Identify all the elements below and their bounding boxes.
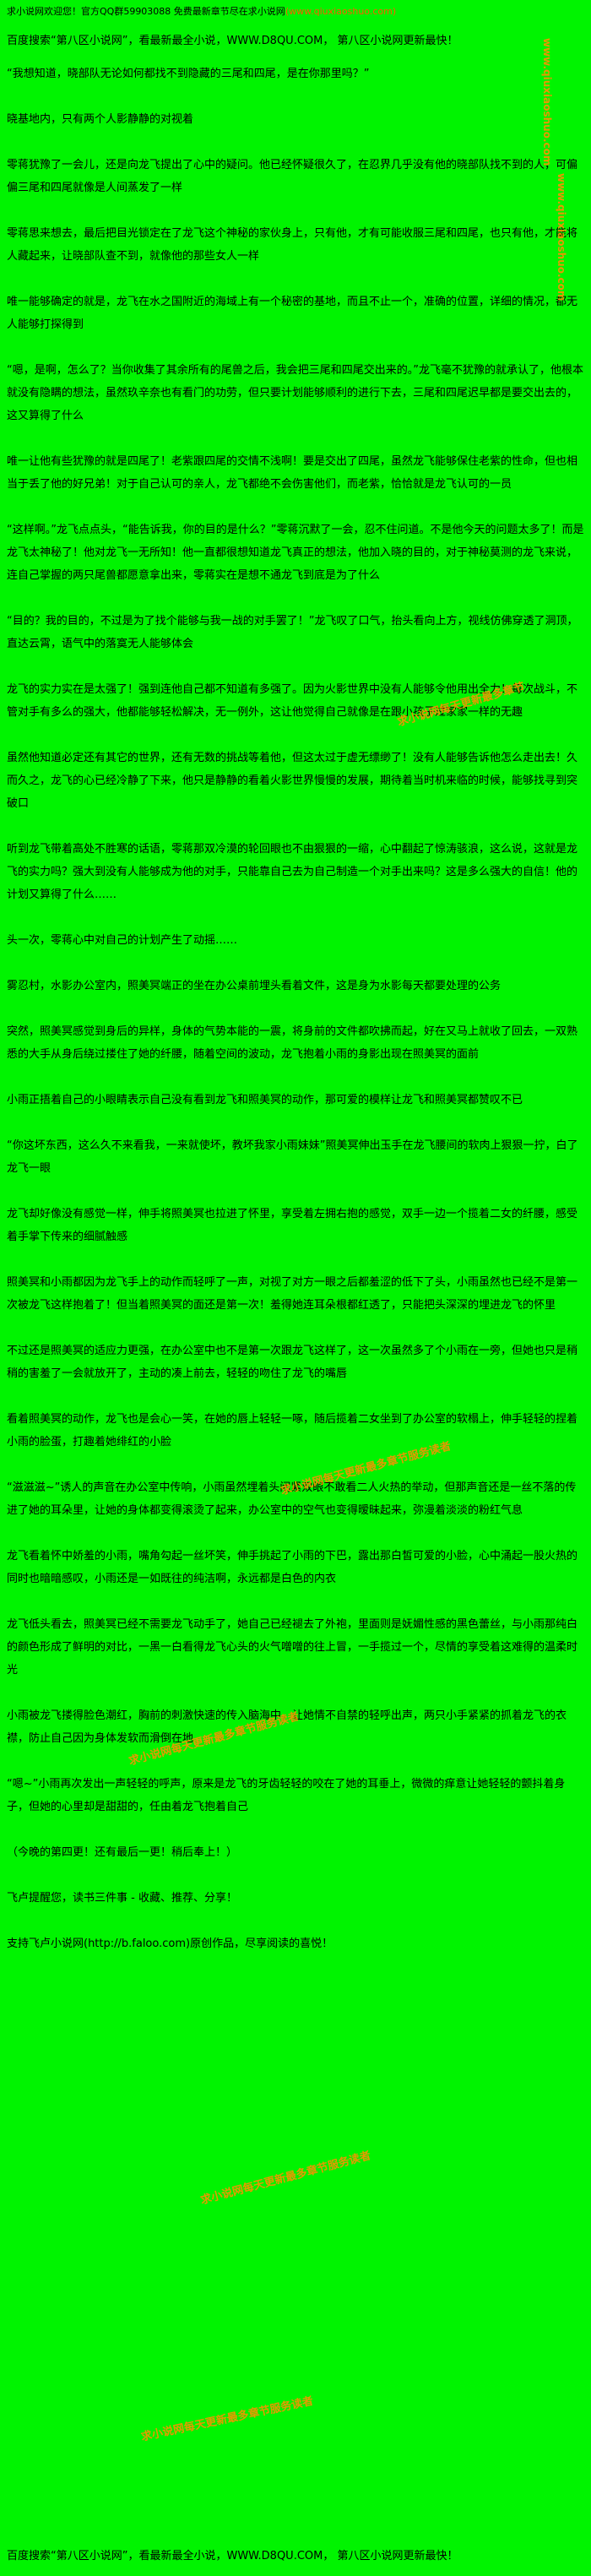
baidu-search-line-bottom[interactable]: 百度搜索“第八区小说网”，看最新最全小说，WWW.D8QU.COM， 第八区小说…	[7, 2550, 458, 2562]
site-watermark-text: 求小说网每天更新最多章节服务读者	[199, 2149, 372, 2208]
paragraph: “滋滋滋~”诱人的声音在办公室中传响，小雨虽然埋着头闭紧双眼不敢看二人火热的举动…	[7, 1481, 577, 1517]
paragraph: 小雨正捂着自己的小眼睛表示自己没有看到龙飞和照美冥的动作，那可爱的模样让龙飞和照…	[7, 1094, 523, 1106]
paragraph: “你这坏东西，这么久不来看我，一来就使坏，教坏我家小雨妹妹”照美冥伸出玉手在龙飞…	[7, 1139, 578, 1175]
paragraph: 零蒋思来想去，最后把目光锁定在了龙飞这个神秘的家伙身上，只有他，才有可能收服三尾…	[7, 227, 578, 263]
paragraph: 雾忍村，水影办公室内，照美冥端正的坐在办公桌前埋头看着文件，这是身为水影每天都要…	[7, 980, 502, 992]
chapter-content: “我想知道，晓部队无论如何都找不到隐藏的三尾和四尾，是在你那里吗？” 晓基地内，只…	[0, 49, 591, 1818]
paragraph: 虽然他知道必定还有其它的世界，还有无数的挑战等着他，但这太过于虚无缥缈了！没有人…	[7, 752, 578, 810]
paragraph: “嗯，是啊，怎么了？当你收集了其余所有的尾兽之后，我会把三尾和四尾交出来的。”龙…	[7, 364, 583, 422]
paragraph: 听到龙飞带着高处不胜寒的话语，零蒋那双冷漠的轮回眼也不由狠狠的一缩，心中翻起了惊…	[7, 843, 578, 901]
paragraph: 龙飞看着怀中娇羞的小雨，嘴角勾起一丝坏笑，伸手挑起了小雨的下巴，露出那白皙可爱的…	[7, 1550, 578, 1585]
paragraph: 头一次，零蒋心中对自己的计划产生了动摇……	[7, 934, 238, 947]
paragraph: 晓基地内，只有两个人影静静的对视着	[7, 113, 194, 126]
author-update-note: （今晚的第四更！还有最后一更！稍后奉上！）	[7, 1846, 238, 1859]
paragraph: “这样啊。”龙飞点点头，“能告诉我，你的目的是什么？”零蒋沉默了一会，忍不住问道…	[7, 524, 584, 582]
paragraph: 龙飞的实力实在是太强了！强到连他自己都不知道有多强了。因为火影世界中没有人能够令…	[7, 683, 578, 719]
paragraph: 龙飞低头看去，照美冥已经不需要龙飞动手了，她自己已经褪去了外袍，里面则是妩媚性感…	[7, 1618, 578, 1677]
baidu-search-line-top[interactable]: 百度搜索“第八区小说网”，看最新最全小说，WWW.D8QU.COM， 第八区小说…	[7, 35, 458, 47]
paragraph: 唯一能够确定的就是，龙飞在水之国附近的海域上有一个秘密的基地，而且不止一个，准确…	[7, 296, 578, 331]
paragraph: 零蒋犹豫了一会儿，还是向龙飞提出了心中的疑问。他已经怀疑很久了，在忍界几乎没有他…	[7, 159, 578, 194]
paragraph: 唯一让他有些犹豫的就是四尾了！老紫跟四尾的交情不浅啊！要是交出了四尾，虽然龙飞能…	[7, 455, 578, 491]
site-url-link[interactable]: (www.qiuxiaoshuo.com)	[285, 6, 397, 17]
site-welcome-text: 求小说网欢迎您！官方QQ群59903088 免费最新章节尽在求小说网	[7, 6, 285, 17]
paragraph: 照美冥和小雨都因为龙飞手上的动作而轻呼了一声，对视了对方一眼之后都羞涩的低下了头…	[7, 1276, 578, 1312]
faloo-support-link-line[interactable]: 支持飞卢小说网(http://b.faloo.com)原创作品，尽享阅读的喜悦！	[7, 1937, 333, 1950]
paragraph: “目的？我的目的，不过是为了找个能够与我一战的对手罢了！”龙飞叹了口气，抬头看向…	[7, 615, 578, 650]
chapter-footer: （今晚的第四更！还有最后一更！稍后奉上！） 飞卢提醒您，读书三件事 - 收藏、推…	[0, 1841, 591, 1955]
paragraph: “嗯~”小雨再次发出一声轻轻的呼声，原来是龙飞的牙齿轻轻的咬在了她的耳垂上，微微…	[7, 1778, 566, 1813]
faloo-reminder-line: 飞卢提醒您，读书三件事 - 收藏、推荐、分享！	[7, 1892, 237, 1905]
paragraph: 龙飞却好像没有感觉一样，伸手将照美冥也拉进了怀里，享受着左拥右抱的感觉，双手一边…	[7, 1208, 578, 1243]
paragraph: “我想知道，晓部队无论如何都找不到隐藏的三尾和四尾，是在你那里吗？”	[7, 68, 370, 80]
site-welcome-line: 求小说网欢迎您！官方QQ群59903088 免费最新章节尽在求小说网(www.q…	[0, 0, 591, 19]
paragraph: 突然，照美冥感觉到身后的异样，身体的气势本能的一震，将身前的文件都吹拂而起，好在…	[7, 1025, 578, 1061]
site-watermark-text: 求小说网每天更新最多章节服务读者	[139, 2394, 315, 2444]
paragraph: 看着照美冥的动作，龙飞也是会心一笑，在她的唇上轻轻一啄，随后揽着二女坐到了办公室…	[7, 1413, 578, 1448]
paragraph: 小雨被龙飞搂得脸色潮红，胸前的刺激快速的传入脑海中，让她情不自禁的轻呼出声，两只…	[7, 1709, 567, 1745]
paragraph: 不过还是照美冥的适应力更强，在办公室中也不是第一次跟龙飞这样了，这一次虽然多了个…	[7, 1345, 578, 1380]
